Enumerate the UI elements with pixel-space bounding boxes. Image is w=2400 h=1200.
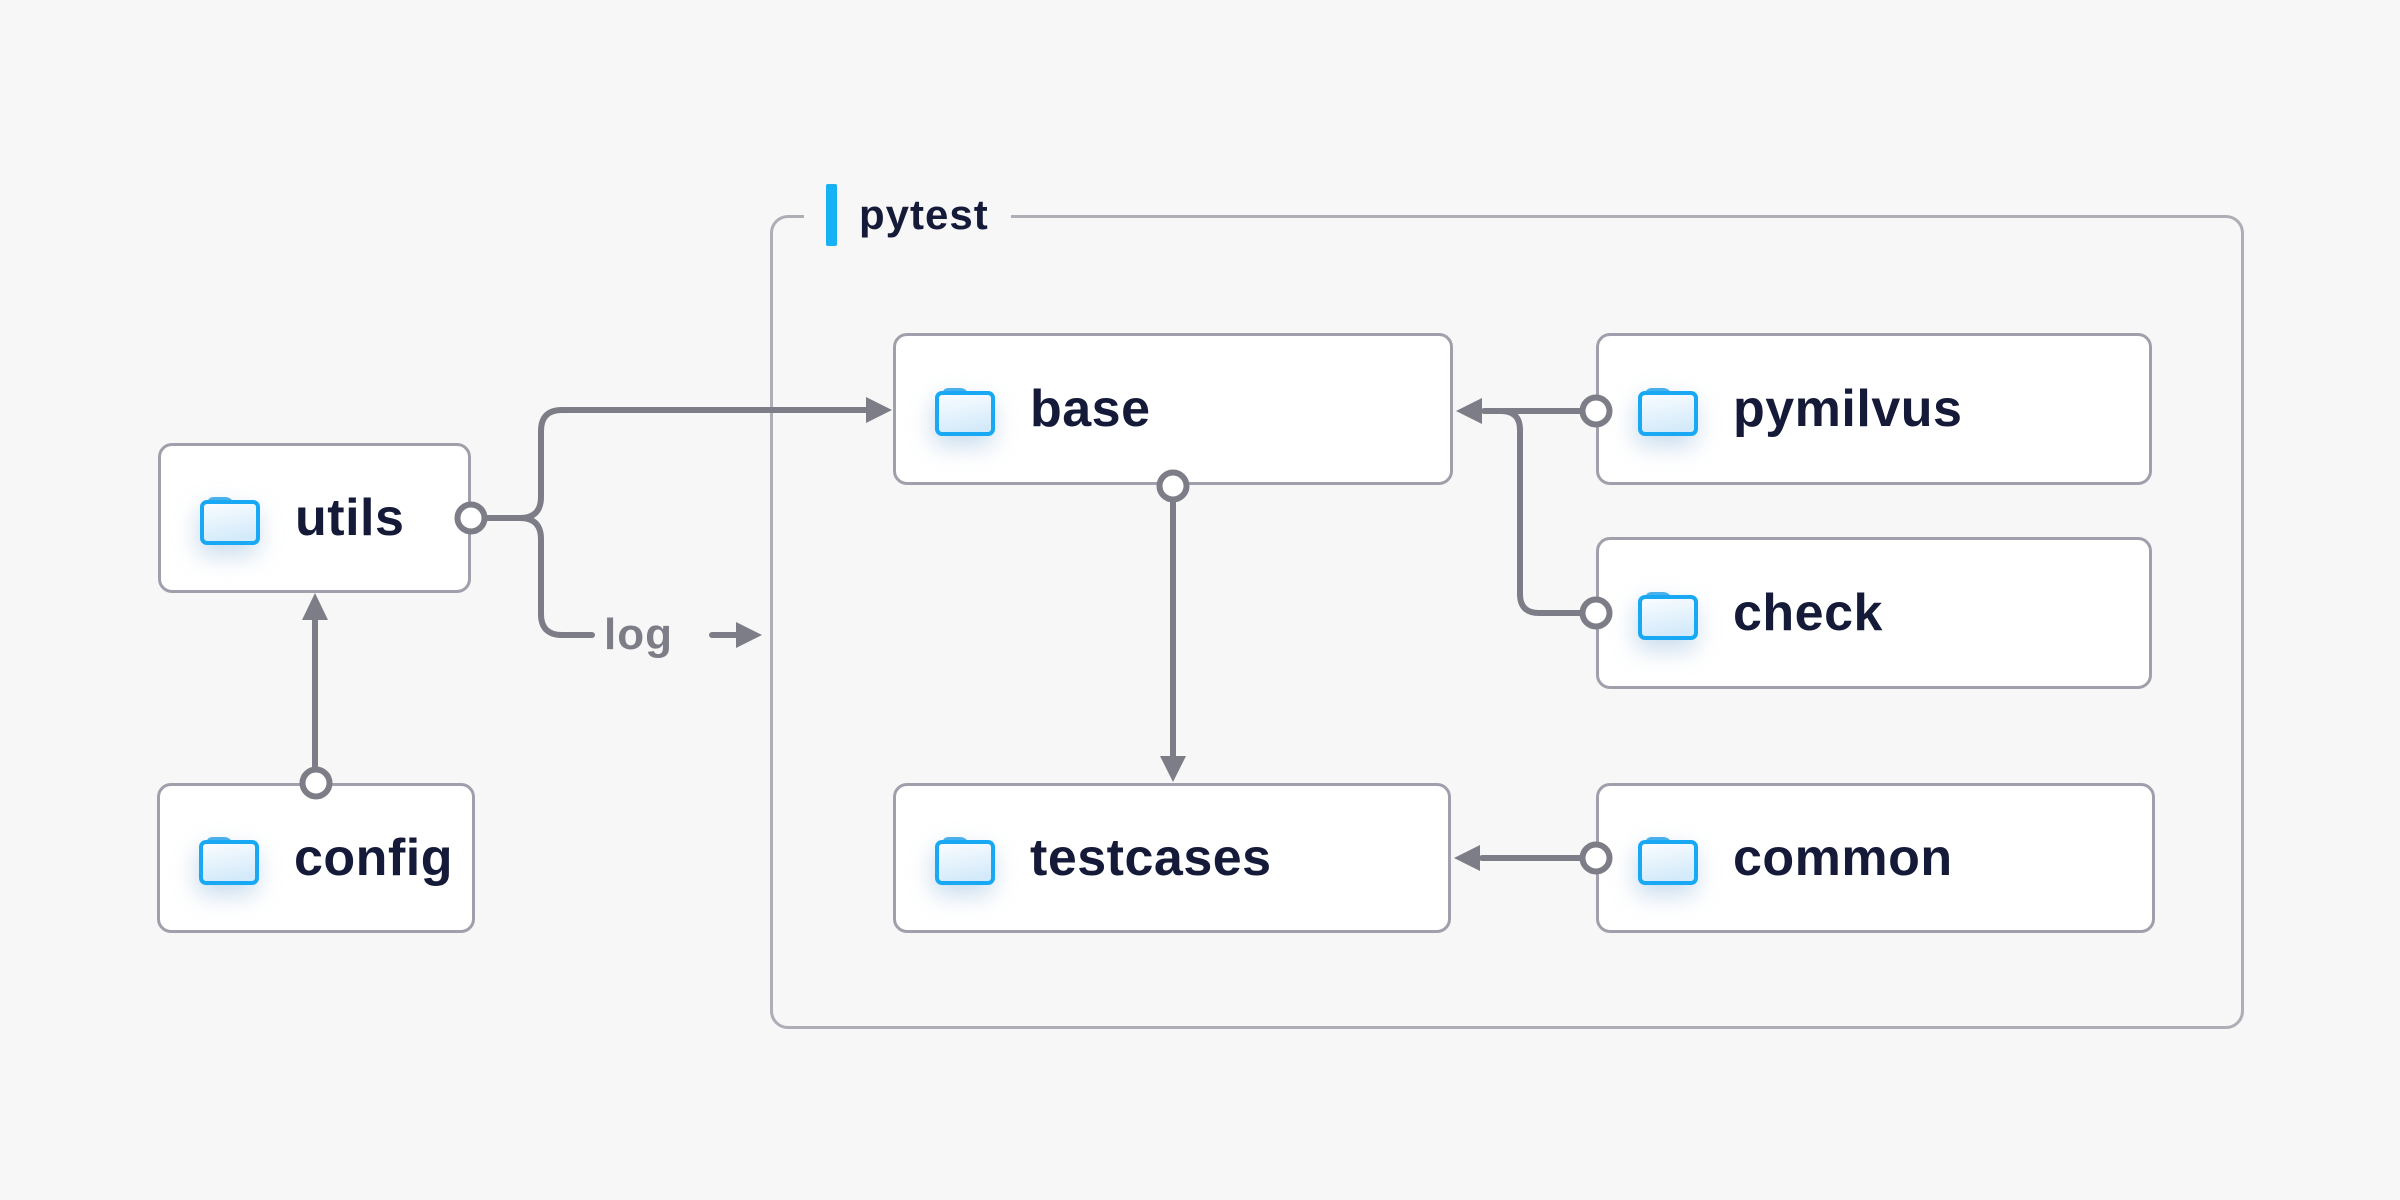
folder-icon [1638,592,1698,640]
node-label: pymilvus [1733,380,1963,438]
folder-icon [1638,388,1698,436]
node-label: check [1733,584,1883,642]
pytest-container [770,215,2244,1029]
folder-icon [935,388,995,436]
node-pymilvus: pymilvus [1596,333,2152,485]
node-common: common [1596,783,2155,933]
node-label: config [294,829,453,887]
node-check: check [1596,537,2152,689]
node-label: utils [295,489,405,547]
folder-icon [200,497,260,545]
edge-utils-log [517,515,595,638]
log-arrowhead-right-icon [736,622,762,648]
accent-bar-icon [826,184,837,246]
folder-icon [1638,837,1698,885]
node-config: config [157,783,475,933]
node-base: base [893,333,1453,485]
node-label: common [1733,829,1953,887]
node-utils: utils [158,443,471,593]
container-title: pytest [859,191,989,238]
node-label: base [1030,380,1151,438]
node-label: testcases [1030,829,1272,887]
arrowhead-up-icon [302,593,328,620]
folder-icon [199,837,259,885]
log-label: log [604,610,673,659]
folder-icon [935,837,995,885]
node-testcases: testcases [893,783,1451,933]
pytest-container-label: pytest [804,184,1011,246]
edge-label-log: log [604,610,673,660]
